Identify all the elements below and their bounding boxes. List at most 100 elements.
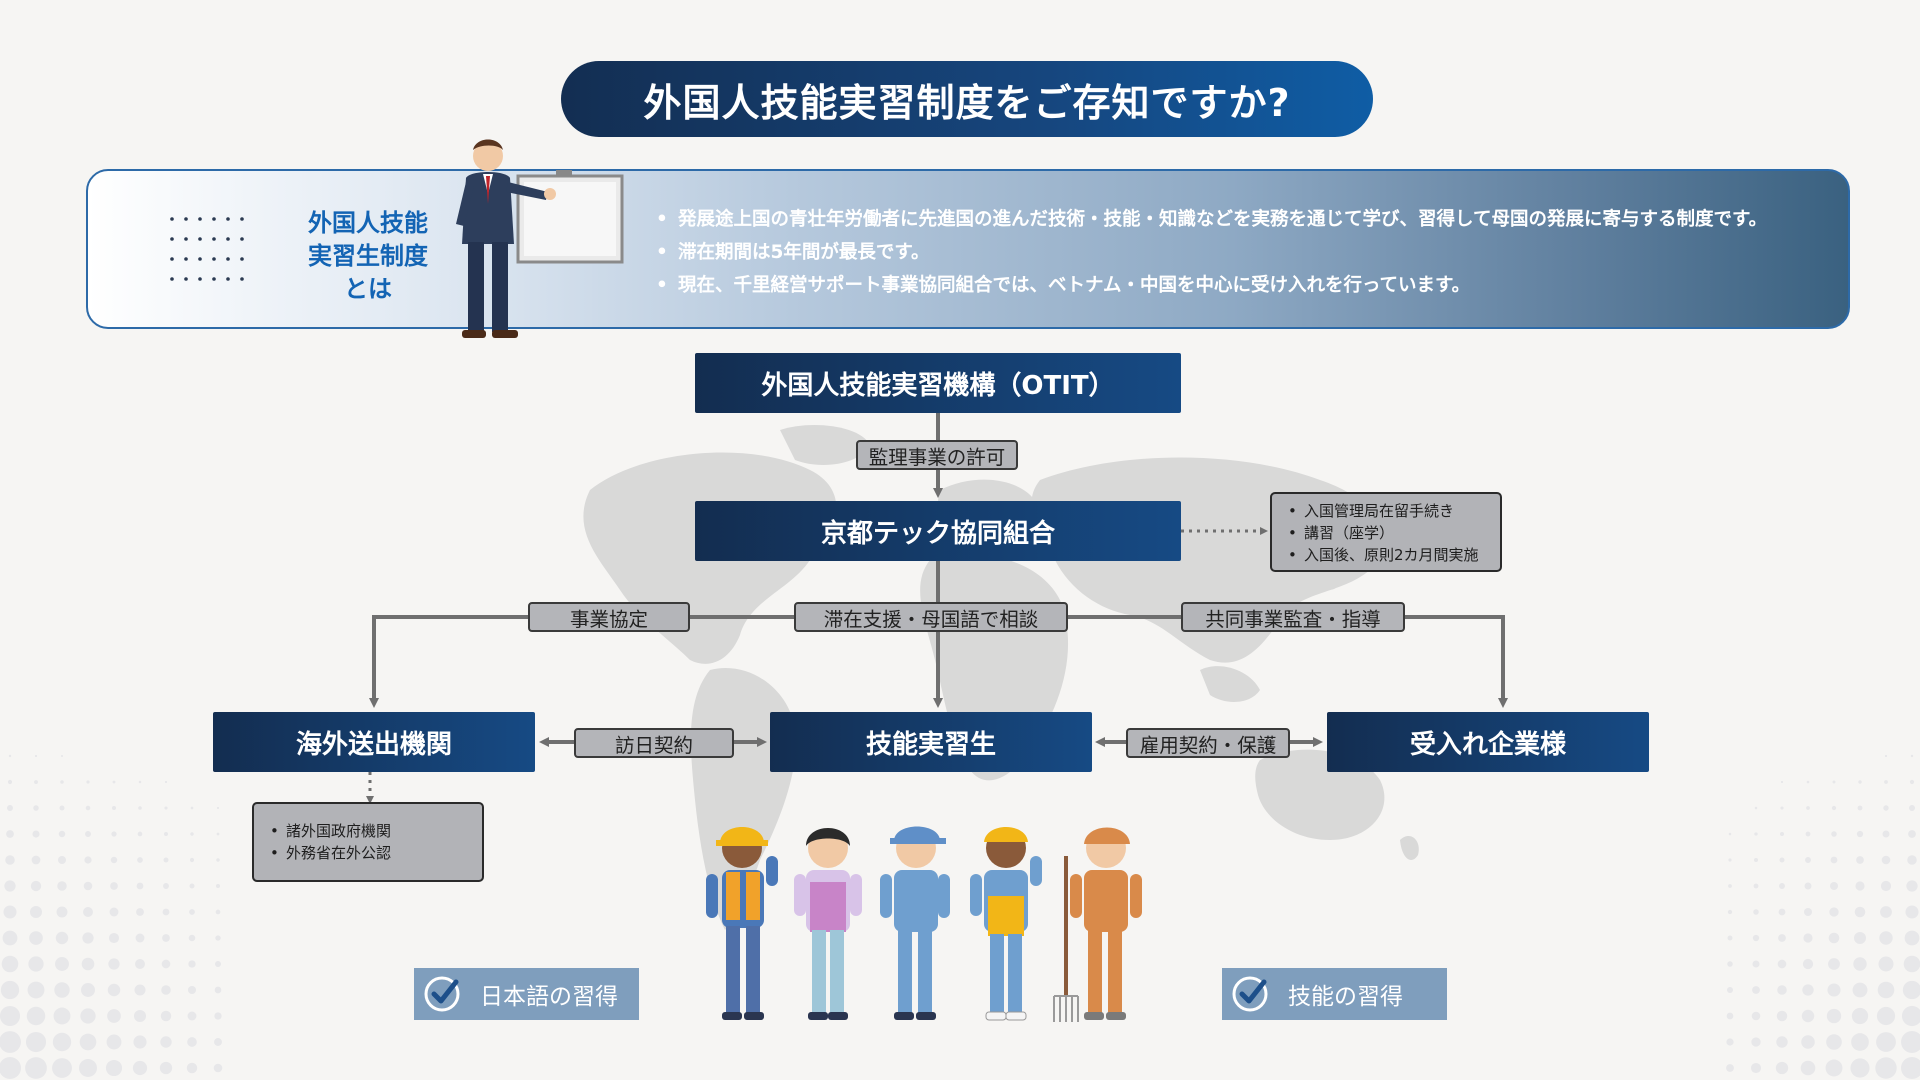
decorative-dot (136, 908, 144, 916)
decorative-dot (2, 930, 18, 946)
union-note-item: 講習（座学） (1288, 522, 1492, 544)
decorative-dot (1857, 805, 1863, 811)
arrow-union-to-company (938, 615, 1508, 708)
decorative-dot (1753, 883, 1759, 889)
intro-bullet: 発展途上国の青壮年労働者に先進国の進んだ技術・技能・知識などを実務を通じて学び、… (656, 203, 1846, 236)
intro-bullet-list: 発展途上国の青壮年労働者に先進国の進んだ技術・技能・知識などを実務を通じて学び、… (656, 203, 1846, 302)
decorative-dot (187, 1011, 197, 1021)
decorative-dot (1856, 830, 1864, 838)
decorative-dot (1728, 858, 1732, 862)
label-business-agreement: 事業協定 (528, 602, 690, 632)
decorative-dot (108, 958, 120, 970)
decorative-dot (1803, 933, 1813, 943)
decorative-dot (1779, 831, 1785, 837)
decorative-dot (1853, 957, 1867, 971)
union-notes-box: 入国管理局在留手続き 講習（座学） 入国後、原則2カ月間実施 (1270, 492, 1502, 572)
decorative-dot (85, 831, 91, 837)
decorative-dot (189, 909, 195, 915)
decorative-dot (7, 805, 13, 811)
decorative-dot (52, 1032, 72, 1052)
intro-bullet: 現在、千里経営サポート事業協同組合では、ベトナム・中国を中心に受け入れを行ってい… (656, 269, 1846, 302)
decorative-dot (163, 831, 169, 837)
decorative-dot (8, 754, 12, 758)
decorative-dot (1904, 930, 1920, 946)
decorative-dot (34, 780, 38, 784)
decorative-dot (1780, 780, 1784, 784)
decorative-dot (1777, 985, 1787, 995)
page-title: 外国人技能実習制度をご存知ですか? (561, 61, 1373, 137)
farmer-figure (1053, 827, 1142, 1022)
decorative-dot (1779, 883, 1785, 889)
decorative-dot (135, 959, 145, 969)
decorative-dot (31, 855, 41, 865)
decorative-dot (81, 983, 95, 997)
union-note-item: 入国管理局在留手続き (1288, 500, 1492, 522)
decorative-dot (216, 806, 220, 810)
decorative-dot (189, 857, 195, 863)
decorative-dot (1806, 780, 1810, 784)
decorative-dot (1909, 779, 1915, 785)
decorative-dot (1805, 857, 1811, 863)
decorative-dot (134, 984, 146, 996)
decorative-dot (1910, 754, 1914, 758)
intro-bullet: 滞在期間は5年間が最長です。 (656, 236, 1846, 269)
node-overseas-agency: 海外送出機関 (213, 712, 535, 772)
decorative-dot (109, 907, 119, 917)
decorative-dot (54, 982, 70, 998)
decorative-dot (1776, 1010, 1788, 1022)
decorative-dot (160, 1010, 172, 1022)
decorative-dot (52, 1058, 72, 1078)
badge-japanese-acquisition: 日本語の習得 (414, 968, 639, 1020)
intro-heading: 外国人技能 実習生制度 とは (278, 207, 458, 306)
decorative-dot (1829, 881, 1839, 891)
decorative-dot (1727, 909, 1733, 915)
decorative-dot (187, 985, 197, 995)
decorative-dot (1852, 982, 1868, 998)
decorative-dot (1831, 805, 1837, 811)
decorative-dot (1854, 906, 1866, 918)
node-host-company: 受入れ企業様 (1327, 712, 1649, 772)
intro-banner: 外国人技能 実習生制度 とは 発展途上国の青壮年労働者に先進国の進んだ技術・技能… (86, 169, 1850, 329)
decorative-dot (186, 1062, 198, 1074)
decorative-dot (136, 882, 144, 890)
decorative-dot (1878, 956, 1894, 972)
decorative-dot (111, 805, 117, 811)
decorative-dot (1752, 986, 1760, 994)
decorative-dot (1827, 983, 1841, 997)
decorative-dot (25, 1057, 47, 1079)
decorative-dot (1752, 960, 1760, 968)
decorative-dot (6, 830, 14, 838)
presenter-illustration (456, 139, 624, 338)
decorative-dot (1828, 958, 1840, 970)
decorative-dot (110, 856, 118, 864)
decorative-dot (1851, 1007, 1869, 1025)
decorative-dot (214, 1038, 222, 1046)
label-permission: 監理事業の許可 (856, 440, 1018, 470)
decorative-dot (1879, 931, 1893, 945)
decorative-dot (1780, 806, 1784, 810)
decorative-dot (1, 955, 19, 973)
decorative-dot (57, 881, 67, 891)
decorative-dot (111, 831, 117, 837)
decorative-dot (1778, 934, 1786, 942)
decorative-dot (0, 1057, 21, 1079)
decorative-dot (1753, 909, 1759, 915)
decorative-dot (1728, 884, 1732, 888)
decorative-dot (1806, 806, 1810, 810)
decorative-dot (1901, 1031, 1920, 1053)
decorative-dot (1858, 780, 1862, 784)
decorative-dot (188, 960, 196, 968)
decorative-dot (1825, 1059, 1843, 1077)
decorative-dot (0, 980, 20, 1000)
decorative-dot (81, 957, 95, 971)
decorative-dot (187, 1037, 197, 1047)
decorative-dot (1728, 832, 1732, 836)
node-union: 京都テック協同組合 (695, 501, 1181, 561)
decorative-dot (5, 855, 15, 865)
badge-label: 技能の習得 (1288, 984, 1403, 1010)
decorative-dot (1750, 1062, 1762, 1074)
decorative-dot (159, 1061, 173, 1075)
decorative-dot (1908, 830, 1916, 838)
decorative-dot (133, 1035, 147, 1049)
decorative-dot (1726, 1038, 1734, 1046)
